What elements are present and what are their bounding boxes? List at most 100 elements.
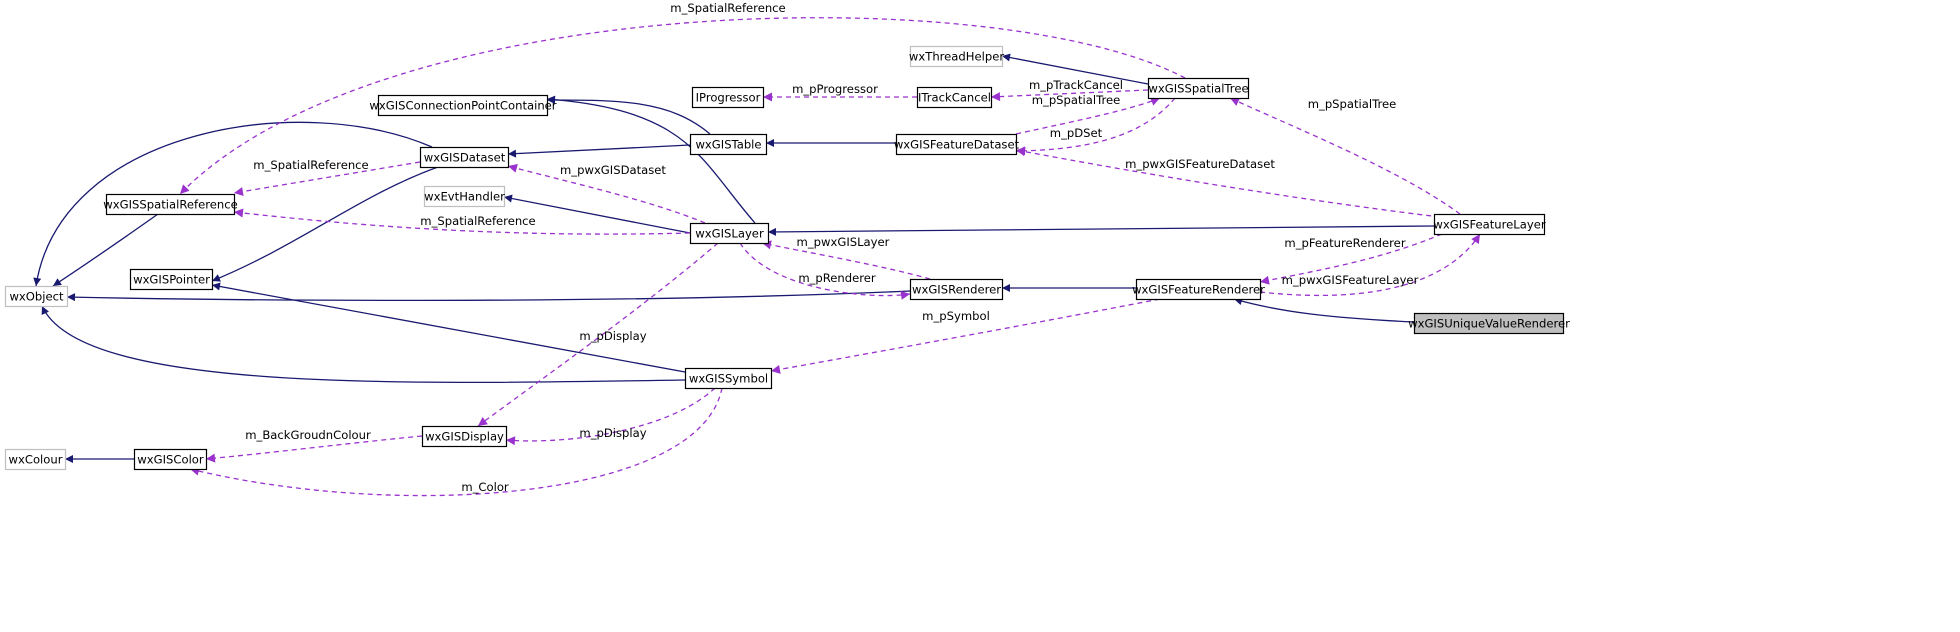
node-label: wxGISFeatureDataset [894,138,1020,152]
node-label: wxGISFeatureRenderer [1132,283,1265,297]
usage-edge-wx-gisrenderer-to-wx-gislayer [761,240,931,280]
node-wx-thread-helper[interactable]: wxThreadHelper [909,45,1004,68]
node-iprogressor[interactable]: IProgressor [691,86,765,109]
inherit-edge-wx-gissymbol-to-wx-object [41,305,686,384]
node-label: wxGISSpatialTree [1148,82,1248,96]
usage-edge-wx-gissymbol-to-wx-giscolor [189,387,723,497]
edge-label-m-spatial-reference: m_SpatialReference [420,214,535,228]
node-wx-gisdataset[interactable]: wxGISDataset [419,146,510,169]
inherit-edge-wx-gistable-to-wx-gisconnection-point-container [546,96,711,135]
inherit-edge-wx-gislayer-to-wx-evt-handler [503,194,691,234]
inherit-edge-wx-gislayer-to-wx-gisconnection-point-container [546,95,756,224]
edge-label-m-pwx-gisfeature-layer: m_pwxGISFeatureLayer [1282,273,1419,287]
usage-edge-wx-gisfeature-layer-to-wx-gisfeature-dataset [1015,147,1441,218]
inherit-edge-wx-gisrenderer-to-wx-object [66,290,911,302]
node-box [1135,278,1262,301]
node-label: wxGISSymbol [689,372,768,386]
node-box [909,278,1004,301]
node-box [377,94,549,117]
node-box [691,86,765,109]
node-wx-gisunique-value-renderer[interactable]: wxGISUniqueValueRenderer [1408,312,1570,335]
inherit-edge-wx-gisspatial-tree-to-wx-thread-helper [1001,53,1149,85]
node-label: wxEvtHandler [424,190,505,204]
node-label: wxGISPointer [133,273,210,287]
usage-edge-wx-gisfeature-layer-to-wx-gisspatial-tree [1229,97,1461,215]
node-wx-gistable[interactable]: wxGISTable [689,133,768,156]
node-box [419,146,510,169]
node-box [1147,77,1250,100]
edge-label-m-p-feature-renderer: m_pFeatureRenderer [1284,236,1405,250]
inherit-edge-wx-gissymbol-to-wx-gispointer [211,282,686,373]
usage-edge-wx-gisspatial-tree-to-itrack-cancel [990,89,1149,102]
usage-edge-wx-gisfeature-renderer-to-wx-gissymbol [770,298,1161,374]
node-label: wxGISTable [695,138,761,152]
node-box [916,86,993,109]
nodes-layer: wxObject wxColour wxEvtHandler wxThreadHelp… [4,45,1570,471]
node-box [689,133,768,156]
node-wx-gisspatial-reference[interactable]: wxGISSpatialReference [103,193,238,216]
node-wx-gissymbol[interactable]: wxGISSymbol [684,367,773,390]
node-itrack-cancel[interactable]: ITrackCancel [916,86,993,109]
node-box [895,133,1018,156]
inherit-edge-wx-gisunique-value-renderer-to-wx-gisfeature-renderer [1233,297,1415,323]
node-label: wxThreadHelper [909,50,1004,64]
edges-layer [33,17,1481,497]
inherit-edge-wx-gisspatial-reference-to-wx-object [52,213,159,287]
node-label: wxGISDisplay [425,430,504,444]
inherit-edge-wx-gisdataset-to-wx-gispointer [211,166,439,282]
node-box [4,448,67,471]
node-label: wxGISConnectionPointContainer [369,99,556,113]
node-wx-gisfeature-layer[interactable]: wxGISFeatureLayer [1433,213,1546,236]
node-label: wxGISColor [137,453,204,467]
node-box [423,185,506,208]
node-wx-colour[interactable]: wxColour [4,448,67,471]
node-label: ITrackCancel [918,91,991,105]
usage-edge-wx-gislayer-to-wx-gisrenderer [739,242,911,300]
node-wx-gisdisplay[interactable]: wxGISDisplay [421,425,508,448]
usage-edge-wx-gislayer-to-wx-gisdataset [507,163,706,224]
inherit-edge-wx-gistable-to-wx-gisdataset [507,144,691,158]
node-box [421,425,508,448]
usage-edge-wx-gisfeature-layer-to-wx-gisfeature-renderer [1259,233,1443,285]
node-wx-giscolor[interactable]: wxGISColor [133,448,208,471]
edge-label-m-spatial-reference: m_SpatialReference [253,158,368,172]
usage-edge-wx-gisfeature-dataset-to-wx-gisspatial-tree [1015,97,1161,135]
node-box [1433,213,1546,236]
node-wx-evt-handler[interactable]: wxEvtHandler [423,185,506,208]
edge-label-m-p-track-cancel: m_pTrackCancel [1029,78,1123,92]
node-wx-gisconnection-point-container[interactable]: wxGISConnectionPointContainer [369,94,557,117]
usage-edge-wx-gisfeature-renderer-to-wx-gisfeature-layer [1259,233,1481,297]
node-box [1413,312,1565,335]
edge-label-m-p-dset: m_pDSet [1050,126,1103,140]
edge-label-m-p-spatial-tree: m_pSpatialTree [1308,97,1397,111]
usage-edge-wx-gislayer-to-wx-gisspatial-reference [233,208,691,235]
edge-label-m-p-display: m_pDisplay [579,426,646,440]
edge-label-m-p-symbol: m_pSymbol [922,309,990,323]
node-wx-gisfeature-renderer[interactable]: wxGISFeatureRenderer [1132,278,1265,301]
usage-edge-wx-gisspatial-tree-to-wx-gisfeature-dataset [1015,97,1176,156]
node-wx-gispointer[interactable]: wxGISPointer [129,268,214,291]
node-wx-gislayer[interactable]: wxGISLayer [689,222,770,245]
edge-label-m-back-groudn-colour: m_BackGroudnColour [245,428,371,442]
node-wx-gisfeature-dataset[interactable]: wxGISFeatureDataset [894,133,1020,156]
node-box [105,193,236,216]
node-box [129,268,214,291]
usage-edge-wx-gislayer-to-wx-gisdisplay [477,242,719,427]
usage-edge-wx-gisdataset-to-wx-gisspatial-reference [233,161,421,196]
edge-label-m-p-spatial-tree: m_pSpatialTree [1032,93,1121,107]
edge-label-m-color: m_Color [461,480,509,494]
edge-label-m-pwx-gisfeature-dataset: m_pwxGISFeatureDataset [1125,157,1275,171]
node-label: IProgressor [696,91,761,105]
usage-edge-wx-gisspatial-tree-to-wx-gisspatial-reference [179,17,1186,195]
edge-label-m-pwx-gisdataset: m_pwxGISDataset [560,163,666,177]
node-label: wxGISLayer [695,227,764,241]
node-wx-gisrenderer[interactable]: wxGISRenderer [909,278,1004,301]
node-wx-object[interactable]: wxObject [4,285,69,308]
edge-label-m-spatial-reference: m_SpatialReference [670,1,785,15]
node-box [684,367,773,390]
node-wx-gisspatial-tree[interactable]: wxGISSpatialTree [1147,77,1250,100]
edge-label-m-pwx-gislayer: m_pwxGISLayer [797,235,890,249]
inherit-edge-wx-gisfeature-layer-to-wx-gislayer [767,225,1435,236]
usage-edge-wx-gisdisplay-to-wx-giscolor [205,435,423,463]
